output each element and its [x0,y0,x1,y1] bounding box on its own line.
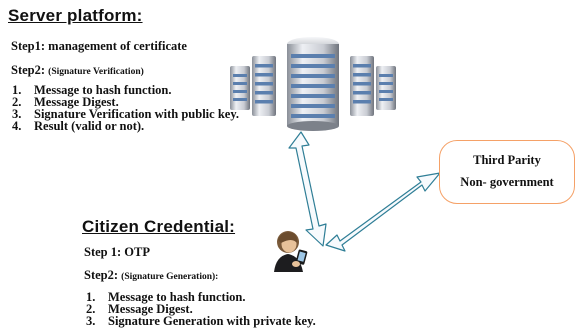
citizen-phone-icon [274,231,308,272]
server-cluster-icon [230,37,396,131]
citizen-thirdparty-arrow [325,172,441,252]
citizen-step1: Step 1: OTP [84,245,150,259]
server-step2-detail: (Signature Verification) [48,67,144,77]
citizen-step2: Step2: (Signature Generation): [84,268,218,283]
server-citizen-arrow [288,131,327,247]
server-step-item: Signature Verification with public key. [12,107,240,121]
server-step-item: Result (valid or not). [12,119,145,133]
third-party-box: Third Parity Non- government [439,140,575,204]
citizen-credential-title: Citizen Credential: [82,217,236,236]
server-unit-right-far [376,66,396,110]
citizen-step-item: Message to hash function. [86,290,246,304]
citizen-steps-list: Message to hash function. Message Digest… [84,290,384,328]
third-party-line1: Third Parity [473,153,541,167]
third-party-line2: Non- government [460,175,554,189]
server-step1: Step1: management of certificate [11,39,187,53]
server-unit-left [252,56,276,116]
citizen-step-item: Message Digest. [86,302,193,316]
server-steps-list: Message to hash function. Message Digest… [10,83,280,133]
server-unit-center [287,37,339,131]
server-unit-left-far [230,66,250,110]
server-step-item: Message Digest. [12,95,119,109]
server-unit-right [350,56,374,116]
citizen-step-item: Signature Generation with private key. [86,314,316,328]
server-step-item: Message to hash function. [12,83,172,97]
server-step2: Step2: (Signature Verification) [11,63,144,78]
citizen-step2-detail: (Signature Generation): [121,272,219,282]
citizen-step2-label: Step2: [84,268,119,282]
server-step2-label: Step2: [11,63,46,77]
server-platform-title: Server platform: [8,6,143,25]
